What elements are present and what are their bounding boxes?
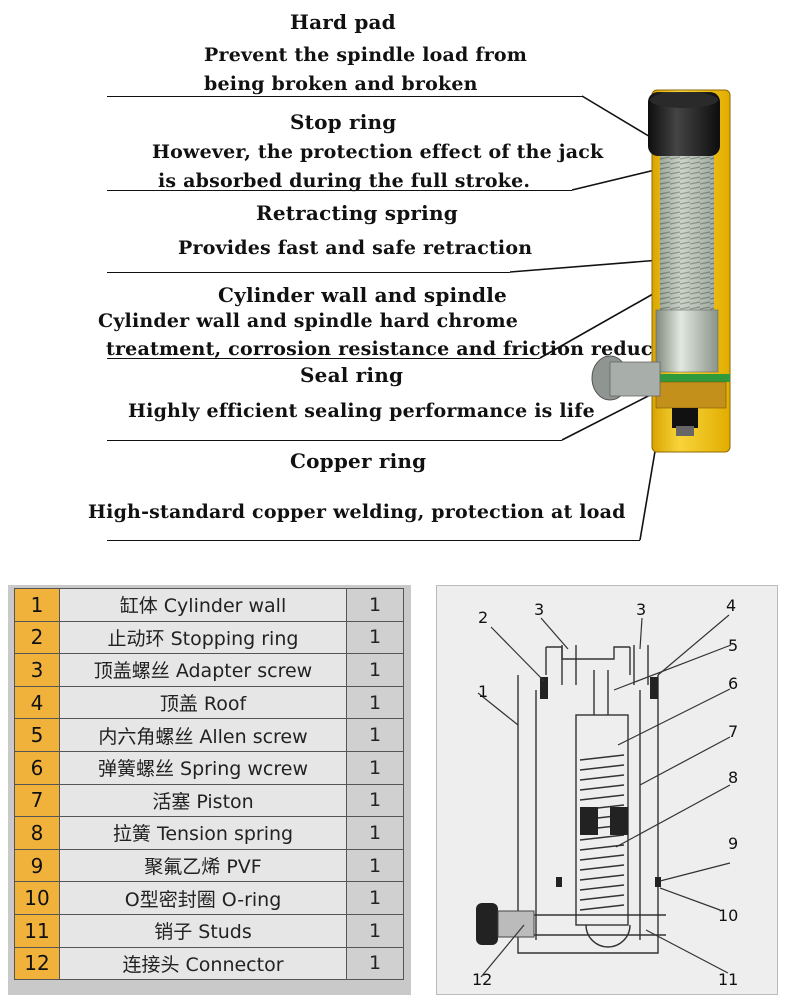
part-quantity: 1 xyxy=(346,913,404,948)
part-number: 3 xyxy=(14,653,60,687)
callout-5: 5 xyxy=(728,636,738,655)
part-name: 内六角螺丝 Allen screw xyxy=(59,718,347,752)
callout-8: 8 xyxy=(728,768,738,787)
annotation-title-stop-ring: Stop ring xyxy=(290,110,397,134)
part-quantity: 1 xyxy=(346,848,404,883)
part-number: 5 xyxy=(14,718,60,752)
part-number: 11 xyxy=(14,913,60,948)
hydraulic-jack-illustration xyxy=(591,89,731,453)
part-quantity: 1 xyxy=(346,881,404,915)
part-number: 10 xyxy=(14,881,60,915)
part-quantity: 1 xyxy=(346,653,404,687)
callout-11: 11 xyxy=(718,970,738,989)
callout-9: 9 xyxy=(728,834,738,853)
part-name: 聚氟乙烯 PVF xyxy=(59,848,347,883)
part-number: 6 xyxy=(14,750,60,785)
annotation-title-seal-ring: Seal ring xyxy=(300,363,404,387)
part-quantity: 1 xyxy=(346,718,404,752)
part-number: 7 xyxy=(14,783,60,818)
part-number: 9 xyxy=(14,848,60,883)
part-quantity: 1 xyxy=(346,620,404,655)
part-name: 活塞 Piston xyxy=(59,783,347,818)
part-number: 12 xyxy=(14,946,60,981)
part-quantity: 1 xyxy=(346,750,404,785)
part-name: O型密封圈 O-ring xyxy=(59,881,347,915)
part-quantity: 1 xyxy=(346,588,404,622)
annotation-desc: is absorbed during the full stroke. xyxy=(158,170,531,192)
annotation-title-hard-pad: Hard pad xyxy=(290,10,396,34)
annotation-desc: Highly efficient sealing performance is … xyxy=(128,400,595,422)
callout-4: 4 xyxy=(726,596,736,615)
cross-section-diagram: 2 3 3 4 5 6 7 8 9 10 11 12 1 xyxy=(472,596,738,989)
annotation-desc: Cylinder wall and spindle hard chrome xyxy=(98,310,519,332)
annotation-desc: However, the protection effect of the ja… xyxy=(152,141,604,163)
callout-2: 2 xyxy=(478,608,488,627)
part-quantity: 1 xyxy=(346,685,404,720)
annotation-desc: Provides fast and safe retraction xyxy=(178,237,533,259)
part-number: 1 xyxy=(14,588,60,622)
callout-1: 1 xyxy=(478,682,488,701)
part-name: 销子 Studs xyxy=(59,913,347,948)
leader-lines xyxy=(509,95,665,541)
annotation-desc: High-standard copper welding, protection… xyxy=(88,501,626,523)
part-name: 顶盖 Roof xyxy=(59,685,347,720)
part-name: 弹簧螺丝 Spring wcrew xyxy=(59,750,347,785)
part-name: 连接头 Connector xyxy=(59,946,347,981)
callout-3: 3 xyxy=(636,600,646,619)
part-name: 顶盖螺丝 Adapter screw xyxy=(59,653,347,687)
callout-3: 3 xyxy=(534,600,544,619)
callout-7: 7 xyxy=(728,722,738,741)
part-name: 拉簧 Tension spring xyxy=(59,816,347,850)
annotation-desc: Prevent the spindle load from xyxy=(204,44,528,66)
part-name: 止动环 Stopping ring xyxy=(59,620,347,655)
callout-12: 12 xyxy=(472,970,492,989)
callout-10: 10 xyxy=(718,906,738,925)
part-number: 2 xyxy=(14,620,60,655)
part-number: 4 xyxy=(14,685,60,720)
annotation-desc: being broken and broken xyxy=(204,73,478,95)
part-quantity: 1 xyxy=(346,783,404,818)
annotation-desc: treatment, corrosion resistance and fric… xyxy=(106,338,696,360)
part-name: 缸体 Cylinder wall xyxy=(59,588,347,622)
callout-6: 6 xyxy=(728,674,738,693)
annotation-title-cylinder-wall: Cylinder wall and spindle xyxy=(218,283,507,307)
annotation-title-retracting-spring: Retracting spring xyxy=(256,201,458,225)
annotation-title-copper-ring: Copper ring xyxy=(290,449,427,473)
part-quantity: 1 xyxy=(346,946,404,981)
part-number: 8 xyxy=(14,816,60,850)
part-quantity: 1 xyxy=(346,816,404,850)
